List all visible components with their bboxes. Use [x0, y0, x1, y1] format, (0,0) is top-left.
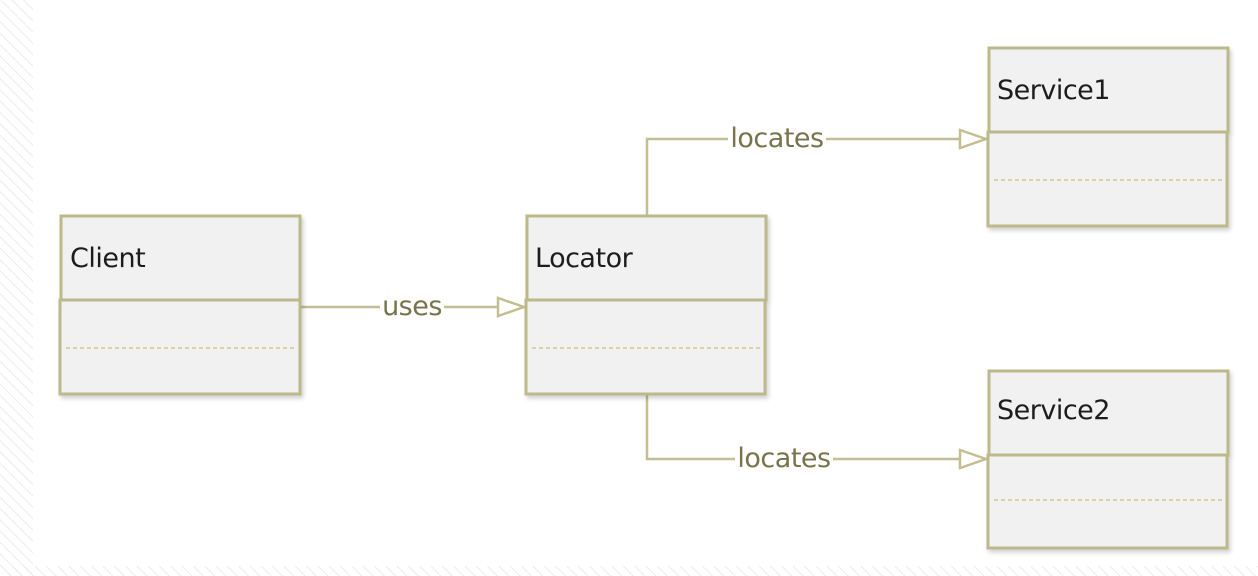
- canvas-margin-bottom: [0, 566, 1258, 576]
- edge-label-locates: locates: [730, 123, 823, 154]
- canvas-margin-left: [0, 0, 33, 576]
- edge-locates-service1[interactable]: locates: [645, 123, 990, 216]
- class-locator[interactable]: Locator: [524, 214, 768, 396]
- class-service1[interactable]: Service1: [986, 46, 1230, 228]
- edge-label-uses: uses: [382, 291, 442, 322]
- class-service2[interactable]: Service2: [986, 369, 1230, 550]
- class-client[interactable]: Client: [58, 214, 302, 396]
- open-arrowhead-icon: [496, 296, 528, 318]
- open-arrowhead-icon: [958, 448, 990, 470]
- open-arrowhead-icon: [958, 128, 990, 150]
- class-name: Locator: [535, 243, 634, 274]
- class-name: Service1: [997, 75, 1110, 106]
- edge-label-locates: locates: [737, 443, 830, 474]
- edge-locates-service2[interactable]: locates: [645, 394, 990, 474]
- edge-uses[interactable]: uses: [301, 291, 528, 322]
- class-name: Client: [70, 243, 145, 274]
- class-name: Service2: [997, 395, 1110, 426]
